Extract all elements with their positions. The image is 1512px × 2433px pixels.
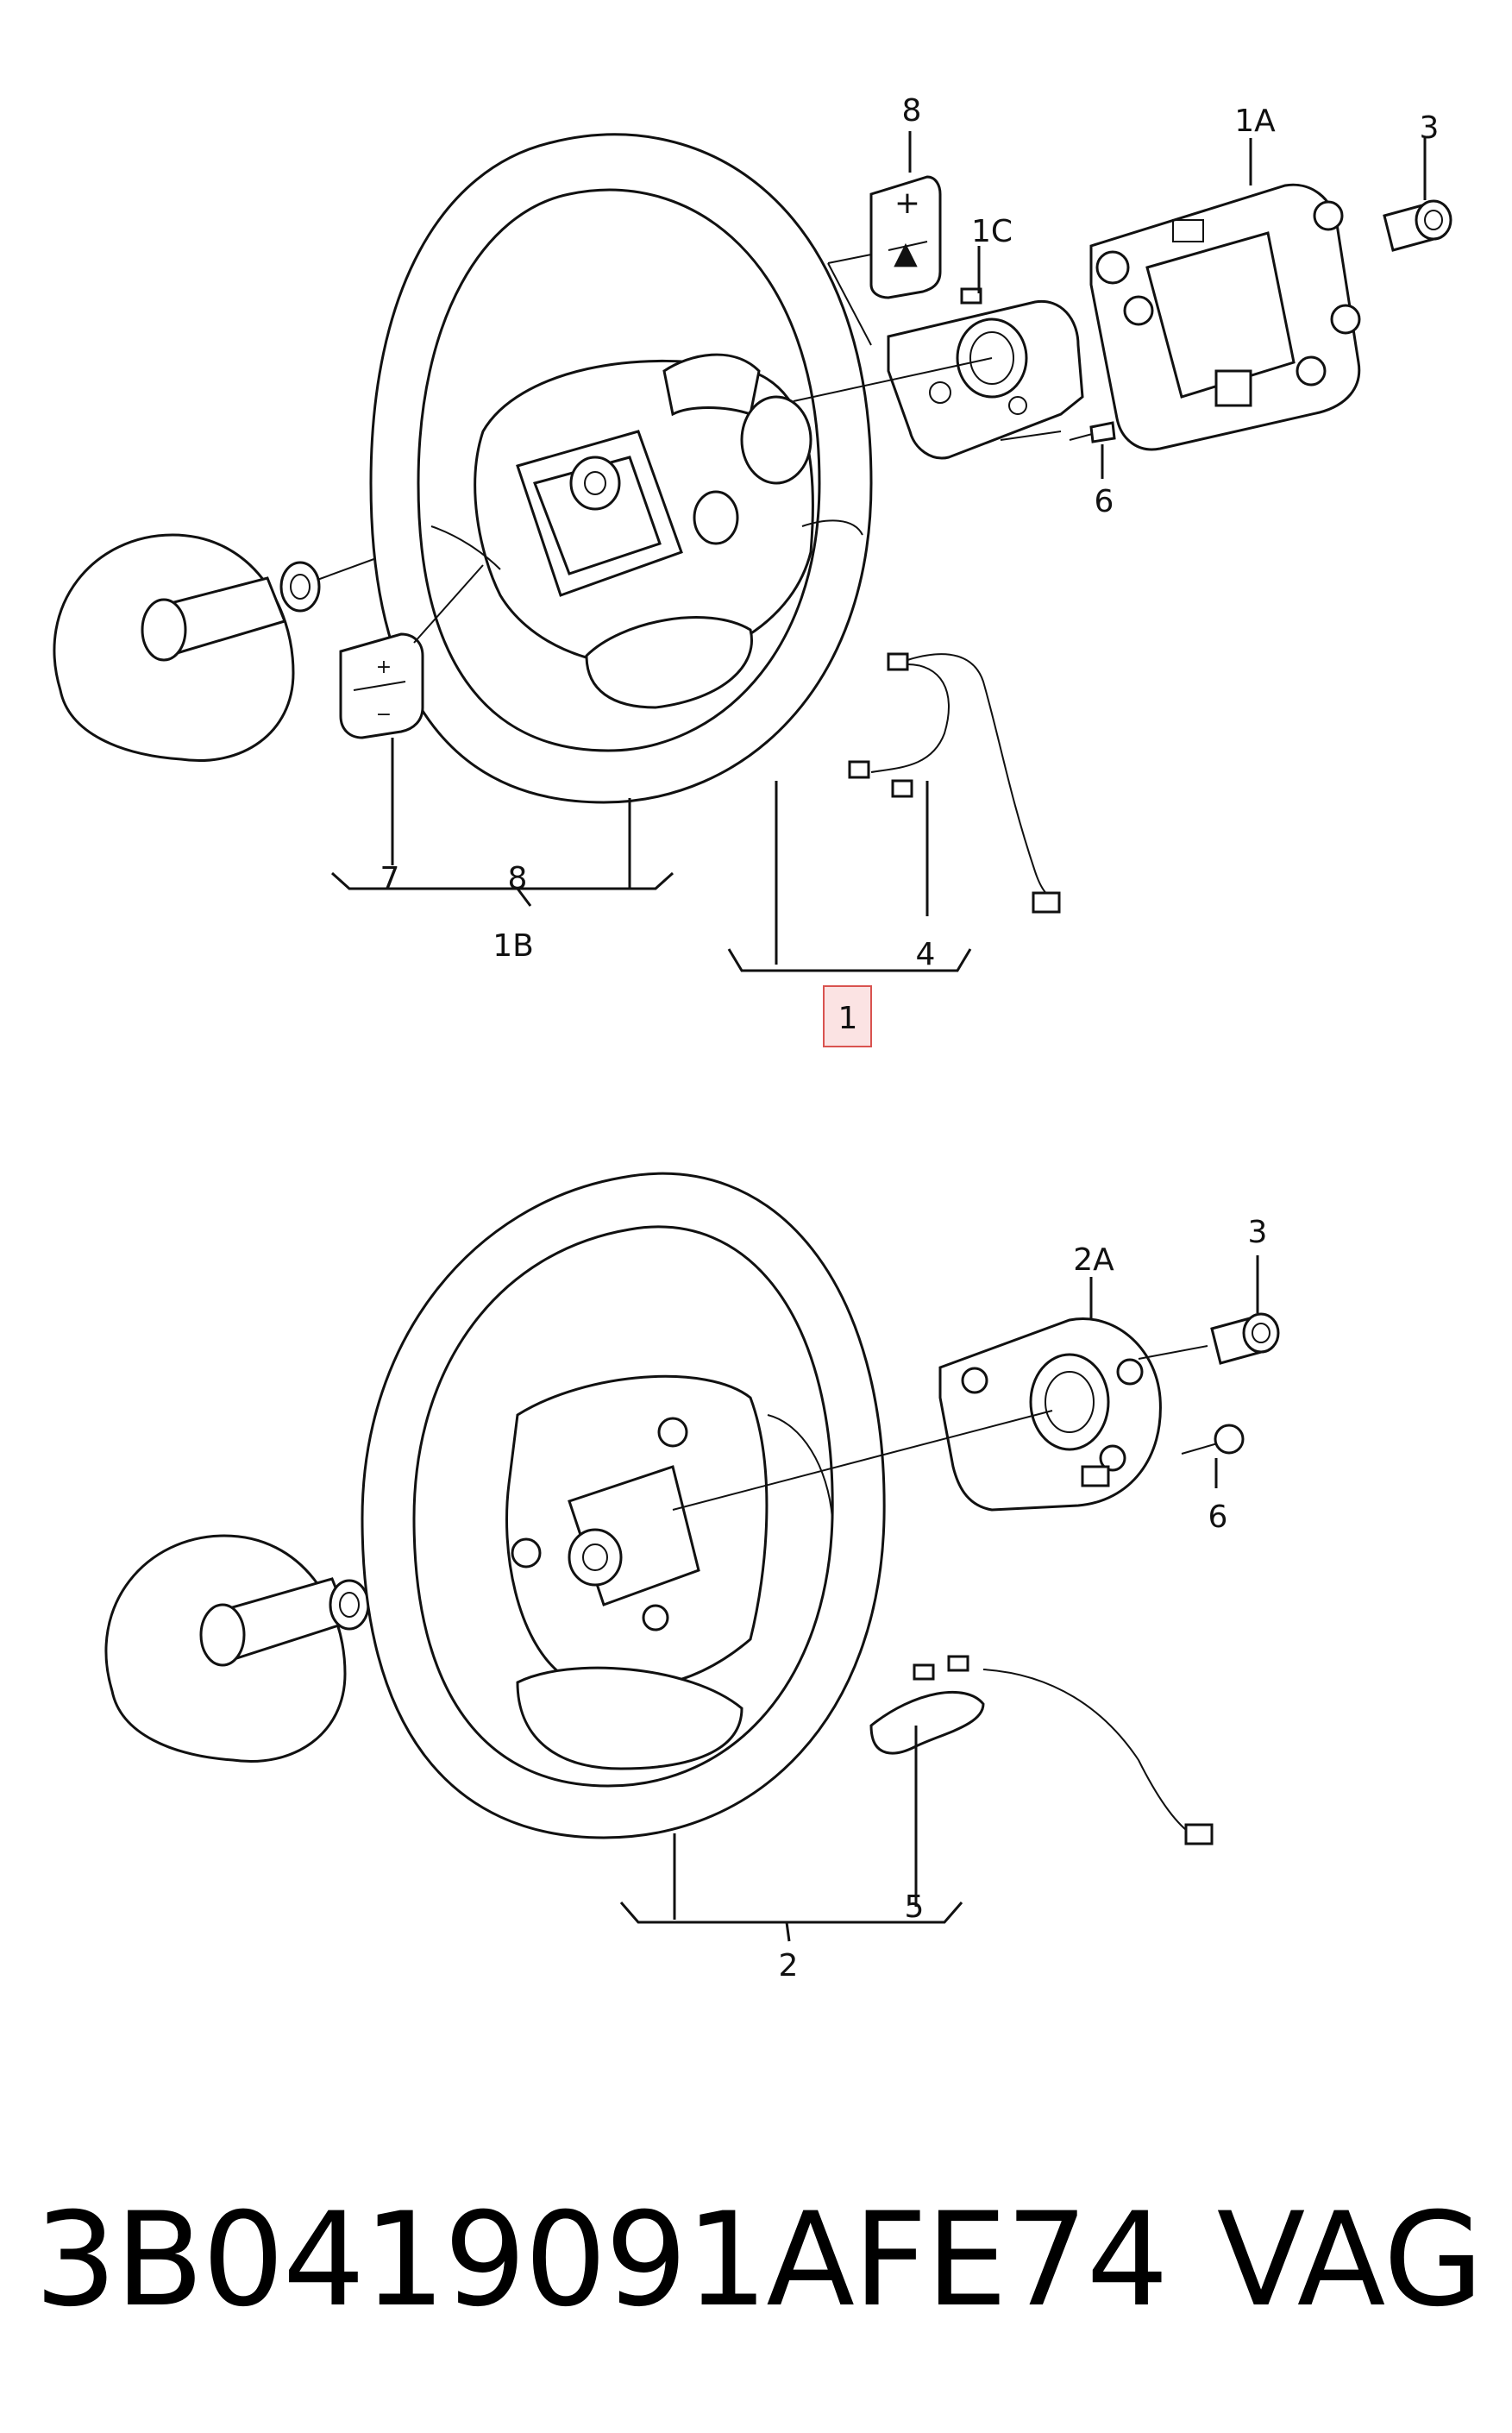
steering-wheel-bottom — [361, 1172, 886, 1839]
wiring-harness-4 — [848, 652, 1061, 914]
callout-6-bottom: 6 — [1208, 1499, 1228, 1535]
callout-2a: 2A — [1073, 1242, 1114, 1278]
control-unit-2a — [938, 1317, 1162, 1512]
bolt-3-top — [1383, 199, 1452, 252]
screw-6-bottom — [1181, 1424, 1245, 1455]
screw-6-top — [1000, 421, 1116, 443]
part-number: 3B0419091AFE74 — [35, 2185, 1169, 2336]
callout-8-top: 8 — [902, 93, 922, 129]
callout-6-top: 6 — [1095, 484, 1114, 519]
svg-text:+: + — [894, 185, 920, 221]
svg-text:+: + — [376, 657, 392, 678]
callout-5: 5 — [905, 1889, 925, 1925]
callout-2: 2 — [779, 1948, 799, 1983]
callout-1c: 1C — [971, 214, 1013, 249]
callout-3-top: 3 — [1420, 110, 1440, 146]
brand-name: VAG — [1216, 2185, 1484, 2336]
callout-8-bracket: 8 — [508, 861, 528, 896]
steering-column-bottom — [104, 1534, 370, 1763]
top-assembly: + ▲ — [53, 93, 1452, 1047]
highlight-box-1 — [823, 985, 872, 1047]
bolt-3-bottom — [1210, 1312, 1280, 1365]
callout-1: 1 — [838, 1001, 858, 1036]
clock-spring-1c — [887, 287, 1084, 460]
svg-text:▲: ▲ — [894, 236, 918, 271]
steering-column-top — [53, 533, 389, 762]
multifunction-switch-8-right: + ▲ — [869, 175, 942, 299]
bottom-assembly: 2A 3 6 5 2 — [104, 1172, 1280, 1983]
callout-1b: 1B — [492, 928, 534, 964]
callout-1a: 1A — [1234, 104, 1276, 139]
footer: 3B0419091AFE74 VAG — [35, 2174, 1484, 2347]
multifunction-switch-7-left: + − — [339, 632, 424, 739]
control-unit-1a — [1089, 183, 1361, 451]
wiring-harness-5 — [869, 1655, 1214, 1845]
callout-3-bottom: 3 — [1248, 1215, 1268, 1250]
svg-text:−: − — [376, 704, 392, 726]
callout-4: 4 — [916, 937, 936, 972]
steering-wheel-top — [369, 133, 873, 804]
callout-7: 7 — [380, 861, 400, 896]
